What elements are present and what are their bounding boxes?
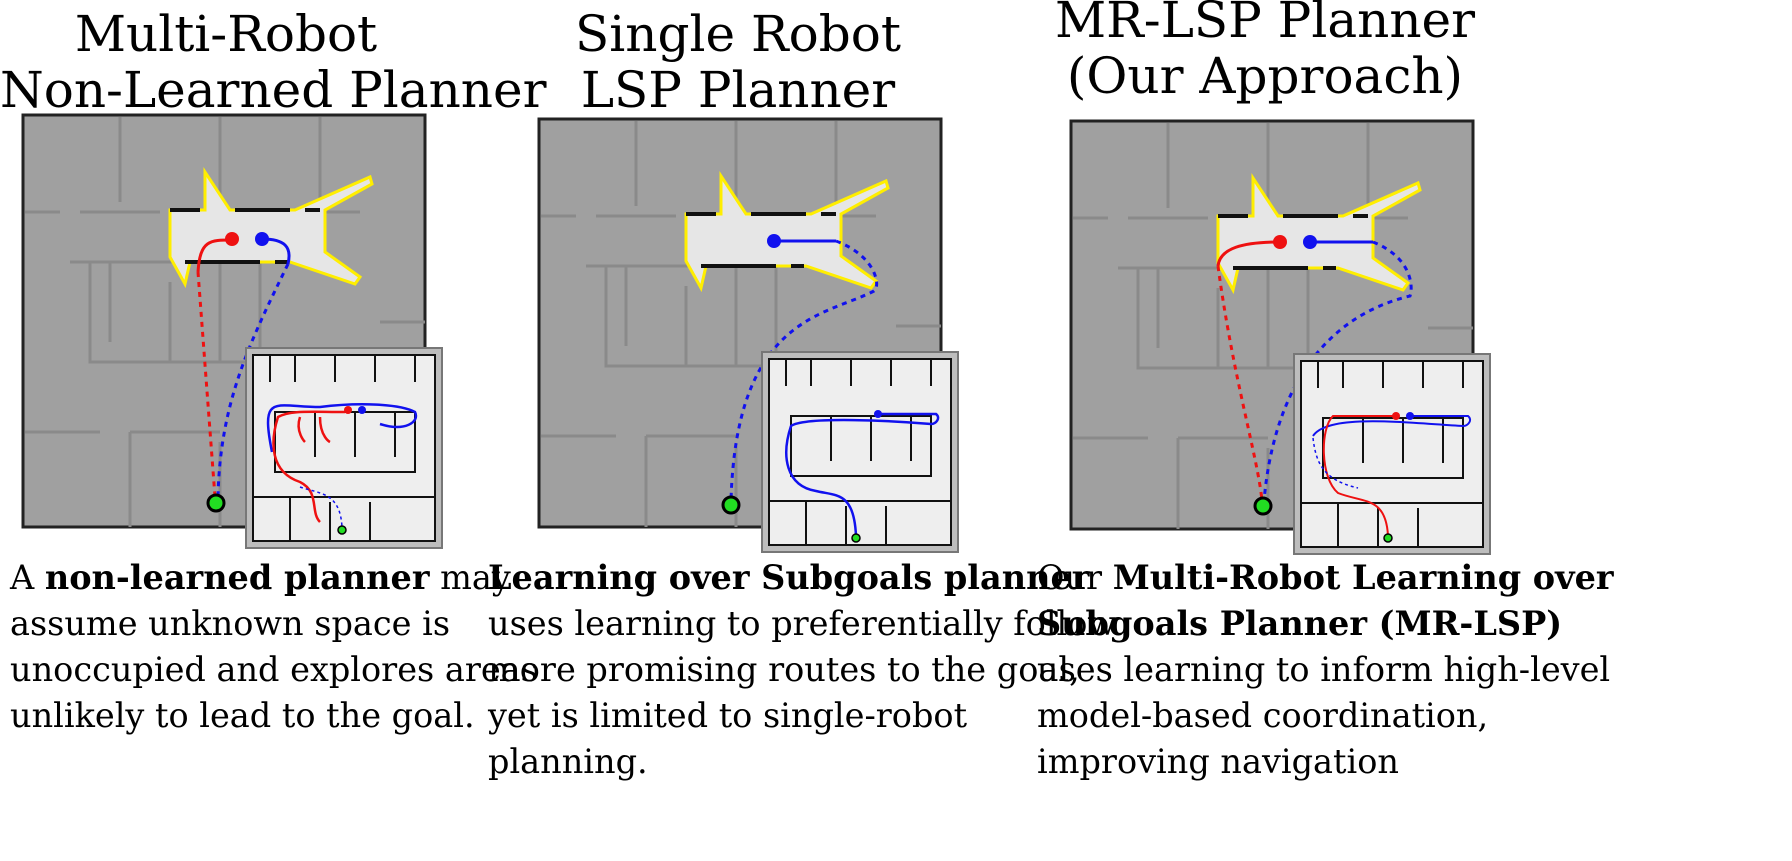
inset-map <box>761 351 959 553</box>
goal-marker <box>1253 496 1273 516</box>
red-robot <box>225 232 239 246</box>
caption-bold-term-cont: Subgoals Planner (MR-LSP) <box>1037 604 1563 643</box>
inset-map <box>1293 353 1491 555</box>
red-robot-path-dashed <box>196 271 217 498</box>
panel-title-line1: Single Robot <box>575 5 901 63</box>
blue-robot-path-dashed <box>216 263 290 498</box>
blue-robot <box>1303 235 1317 249</box>
red-robot-path-solid <box>1216 240 1281 267</box>
panel-title-line2: LSP Planner <box>580 61 896 119</box>
known-walls <box>170 208 320 264</box>
panel-title-multi-robot: Multi-Robot Non-Learned Planner <box>0 5 547 119</box>
red-robot-path-dashed <box>1216 265 1264 502</box>
goal-marker <box>206 493 226 513</box>
panel-title-line1: Multi-Robot <box>74 5 378 63</box>
caption-multi-robot: A non-learned planner may assume unknown… <box>10 558 538 735</box>
blue-robot-path-dashed <box>1262 240 1413 502</box>
blue-robot-path-dashed <box>729 239 879 502</box>
panel-title-single-robot: Single Robot LSP Planner <box>508 6 968 118</box>
map-single-robot-lsp <box>537 117 959 553</box>
blue-robot <box>255 232 269 246</box>
map-multi-robot-non-learned <box>21 113 443 549</box>
red-robot <box>1273 235 1287 249</box>
caption-bold-term: Multi-Robot Learning over <box>1112 558 1614 597</box>
panel-title-line2: Non-Learned Planner <box>0 61 547 119</box>
inset-map <box>245 347 443 549</box>
panel-title-line2: (Our Approach) <box>1066 47 1464 105</box>
blue-robot <box>767 234 781 248</box>
known-free-space <box>168 166 374 289</box>
known-free-space <box>684 170 890 293</box>
caption-bold-term: Learning over Subgoals planner <box>488 558 1090 597</box>
panel-title-line1: MR-LSP Planner <box>1054 0 1476 49</box>
caption-single-robot: Learning over Subgoals planner uses lear… <box>488 558 1117 781</box>
panel-title-mr-lsp: MR-LSP Planner (Our Approach) <box>1040 0 1490 104</box>
known-free-space <box>1216 172 1422 295</box>
map-mr-lsp <box>1069 119 1491 555</box>
caption-mr-lsp: Our Multi-Robot Learning over Subgoals P… <box>1037 558 1614 781</box>
known-walls <box>686 212 836 268</box>
known-walls <box>1218 214 1368 270</box>
goal-marker <box>721 495 741 515</box>
caption-bold-term: non-learned planner <box>44 558 430 597</box>
